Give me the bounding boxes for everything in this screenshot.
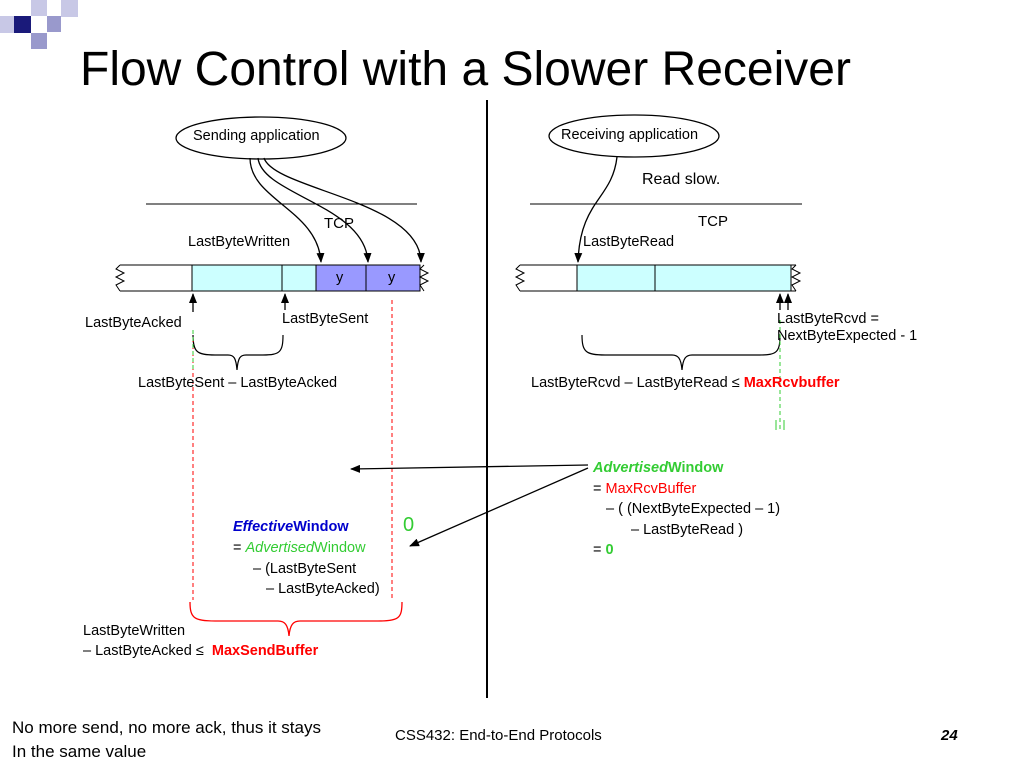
last-byte-acked-label: LastByteAcked bbox=[85, 315, 182, 331]
advertised-window-line1: AdvertisedWindow bbox=[593, 460, 724, 476]
receiver-tcp-label: TCP bbox=[698, 213, 728, 230]
sender-brace bbox=[192, 334, 284, 371]
advertised-to-sender-arrow bbox=[350, 464, 589, 473]
sending-app-label: Sending application bbox=[193, 128, 320, 144]
advertised-to-effective-arrow bbox=[409, 467, 589, 547]
sender-tcp-label: TCP bbox=[324, 215, 354, 232]
corner-decoration bbox=[0, 0, 78, 49]
footer-note-line2: In the same value bbox=[12, 742, 147, 761]
effective-window-zero: 0 bbox=[403, 514, 415, 536]
receiving-app-label: Receiving application bbox=[561, 127, 699, 143]
effective-window-line3: – (LastByteSent bbox=[253, 561, 357, 577]
app-to-buffer-arrow-3 bbox=[263, 157, 425, 263]
app-to-buffer-arrow-1 bbox=[249, 157, 325, 263]
receiver-buffer bbox=[514, 264, 802, 292]
last-byte-written-label: LastByteWritten bbox=[188, 234, 291, 250]
last-byte-rcvd-line2: NextByteExpected - 1 bbox=[777, 328, 918, 344]
send-buffer-brace bbox=[189, 601, 403, 637]
sender-buffer bbox=[114, 264, 430, 292]
advertised-window-line4: – LastByteRead ) bbox=[631, 522, 744, 538]
footer-note-line1: No more send, no more ack, thus it stays bbox=[12, 718, 321, 737]
sending-app-ellipse bbox=[175, 116, 347, 160]
receiving-app-ellipse bbox=[548, 114, 720, 158]
send-buffer-line2: – LastByteAcked ≤ MaxSendBuffer bbox=[83, 643, 319, 659]
page-number: 24 bbox=[941, 727, 958, 744]
advertised-window-line3: – ( (NextByteExpected – 1) bbox=[606, 501, 781, 517]
sender-brace-label: LastByteSent – LastByteAcked bbox=[138, 375, 338, 391]
buffer-cell-y-1: y bbox=[336, 270, 344, 286]
advertised-window-line5: = 0 bbox=[593, 542, 614, 558]
send-buffer-line1: LastByteWritten bbox=[83, 623, 186, 639]
last-byte-sent-label: LastByteSent bbox=[282, 311, 369, 327]
app-to-buffer-arrow-2 bbox=[257, 157, 372, 263]
last-byte-rcvd-line1: LastByteRcvd = bbox=[777, 311, 879, 327]
footer-note: No more send, no more ack, thus it stays… bbox=[12, 716, 321, 764]
slide-title: Flow Control with a Slower Receiver bbox=[80, 43, 851, 96]
last-byte-read-label: LastByteRead bbox=[583, 234, 675, 250]
receiver-brace-label: LastByteRcvd – LastByteRead ≤ MaxRcvbuff… bbox=[531, 375, 840, 391]
buffer-cell-y-2: y bbox=[388, 270, 396, 286]
rcvd-green-ticks bbox=[775, 420, 785, 430]
effective-window-line2: = AdvertisedWindow bbox=[233, 540, 366, 556]
receiver-brace bbox=[581, 334, 781, 371]
effective-window-line1: EffectiveWindow bbox=[233, 519, 349, 535]
footer-course: CSS432: End-to-End Protocols bbox=[395, 727, 602, 744]
effective-window-line4: – LastByteAcked) bbox=[266, 581, 380, 597]
advertised-window-line2: = MaxRcvBuffer bbox=[593, 481, 697, 497]
read-arrow bbox=[574, 156, 618, 263]
read-slow-label: Read slow. bbox=[642, 171, 721, 188]
